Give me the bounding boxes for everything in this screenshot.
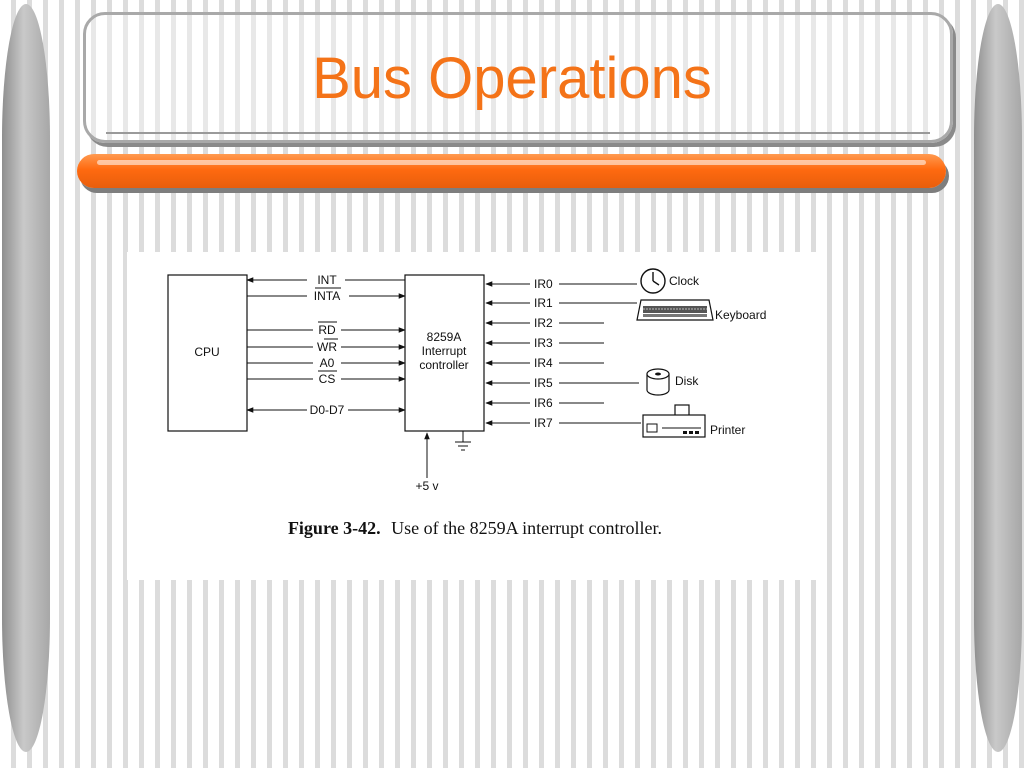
cpu-box [167, 274, 248, 432]
signal-a0: A0 [247, 356, 406, 370]
ir3-line: IR3 [485, 336, 604, 350]
figure-panel: CPU 8259A Interrupt controller INT INTA … [127, 252, 823, 580]
title-frame-underline [106, 132, 930, 134]
controller-label-line1: 8259A [427, 330, 462, 344]
title-frame [83, 12, 953, 143]
ir1-line: IR1 [485, 296, 637, 310]
disk-label: Disk [675, 374, 699, 388]
keyboard-icon [636, 299, 714, 321]
left-decorative-pillar [2, 4, 50, 752]
printer-icon [642, 404, 706, 438]
signal-cs: CS [247, 370, 406, 386]
accent-bar-highlight [97, 160, 926, 165]
ir4-line: IR4 [485, 356, 604, 370]
ir5-label: IR5 [534, 376, 553, 390]
printer-label: Printer [710, 423, 745, 437]
interrupt-controller-diagram: CPU 8259A Interrupt controller INT INTA … [167, 268, 766, 493]
signal-data-bus-label: D0-D7 [310, 403, 345, 417]
figure-caption-text: Use of the 8259A interrupt controller. [391, 518, 663, 538]
controller-label-line3: controller [419, 358, 468, 372]
ir7-line: IR7 [485, 416, 641, 430]
ir2-line: IR2 [485, 316, 604, 330]
clock-label: Clock [669, 274, 700, 288]
signal-inta-label: INTA [314, 289, 340, 303]
ground-symbol [455, 431, 471, 451]
cpu-label: CPU [194, 345, 219, 359]
disk-icon [646, 368, 670, 396]
title-accent-bar [77, 154, 946, 188]
signal-int-label: INT [317, 273, 337, 287]
power-label: +5 v [415, 479, 438, 493]
ir5-line: IR5 [485, 376, 639, 390]
signal-rd-label: RD [318, 323, 336, 337]
ir7-label: IR7 [534, 416, 553, 430]
ir0-line: IR0 [485, 277, 637, 291]
clock-icon [640, 268, 666, 294]
signal-wr-label: WR [317, 340, 337, 354]
controller-box [404, 274, 485, 432]
signal-cs-label: CS [319, 372, 336, 386]
signal-data-bus: D0-D7 [246, 403, 406, 417]
keyboard-label: Keyboard [715, 308, 766, 322]
slide-title: Bus Operations [312, 46, 712, 111]
signal-wr: WR [247, 338, 406, 354]
signal-a0-label: A0 [320, 356, 335, 370]
ir2-label: IR2 [534, 316, 553, 330]
signal-int: INT [246, 273, 405, 287]
figure-number: Figure 3-42. [287, 518, 381, 538]
signal-inta: INTA [247, 287, 406, 303]
ir6-label: IR6 [534, 396, 553, 410]
ir0-label: IR0 [534, 277, 553, 291]
ir4-label: IR4 [534, 356, 553, 370]
ir1-label: IR1 [534, 296, 553, 310]
ir6-line: IR6 [485, 396, 604, 410]
controller-label-line2: Interrupt [422, 344, 467, 358]
right-decorative-pillar [974, 4, 1022, 752]
figure-caption: Figure 3-42. Use of the 8259A interrupt … [127, 518, 823, 539]
power-supply: +5 v [415, 432, 439, 493]
ir3-label: IR3 [534, 336, 553, 350]
signal-rd: RD [247, 321, 406, 337]
